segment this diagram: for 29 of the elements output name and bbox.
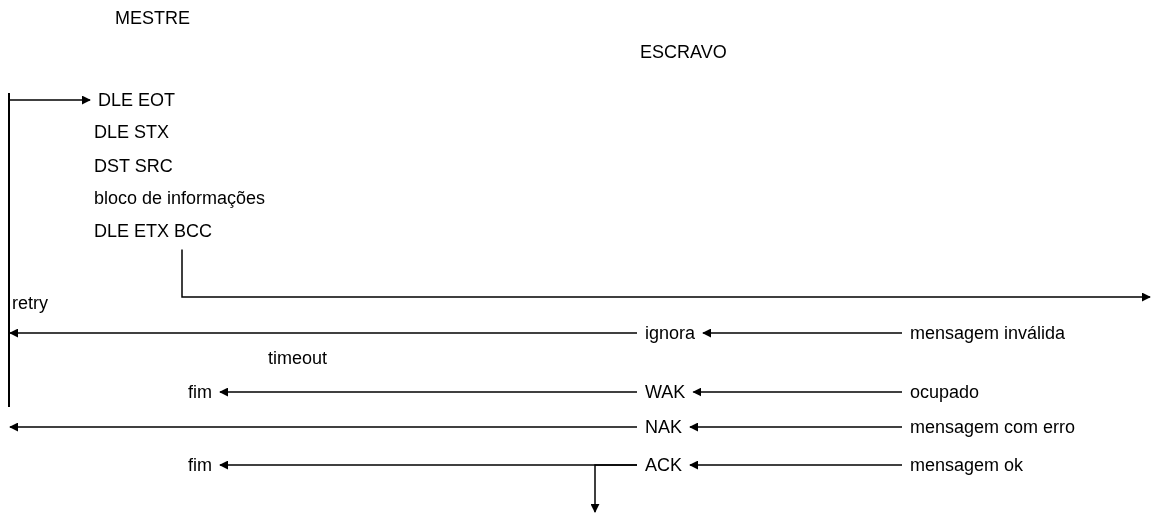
message-text: NAK bbox=[645, 416, 682, 438]
arrow bbox=[692, 387, 903, 397]
arrow bbox=[9, 95, 91, 105]
loop-label: retry bbox=[12, 292, 48, 314]
message-text: DST SRC bbox=[94, 155, 173, 177]
message-text: DLE EOT bbox=[98, 89, 176, 111]
message-text: DLE ETX BCC bbox=[94, 220, 213, 242]
arrow bbox=[590, 464, 638, 513]
arrow bbox=[9, 422, 638, 432]
arrow bbox=[181, 248, 1151, 302]
arrow bbox=[219, 387, 638, 397]
arrow bbox=[702, 328, 903, 338]
column-heading: MESTRE bbox=[115, 7, 190, 29]
arrow bbox=[689, 422, 903, 432]
column-heading: ESCRAVO bbox=[640, 41, 727, 63]
arrow bbox=[689, 460, 903, 470]
message-text: ocupado bbox=[910, 381, 980, 403]
message-text: bloco de informações bbox=[94, 187, 266, 209]
message-text: ignora bbox=[645, 322, 696, 344]
message-text: mensagem com erro bbox=[910, 416, 1076, 438]
message-text: DLE STX bbox=[94, 121, 170, 143]
message-text: fim bbox=[188, 454, 212, 476]
edge-label: timeout bbox=[268, 347, 328, 369]
message-text: mensagem ok bbox=[910, 454, 1024, 476]
message-text: mensagem inválida bbox=[910, 322, 1066, 344]
message-text: WAK bbox=[645, 381, 686, 403]
message-text: fim bbox=[188, 381, 212, 403]
message-text: ACK bbox=[645, 454, 682, 476]
arrow bbox=[9, 328, 638, 338]
